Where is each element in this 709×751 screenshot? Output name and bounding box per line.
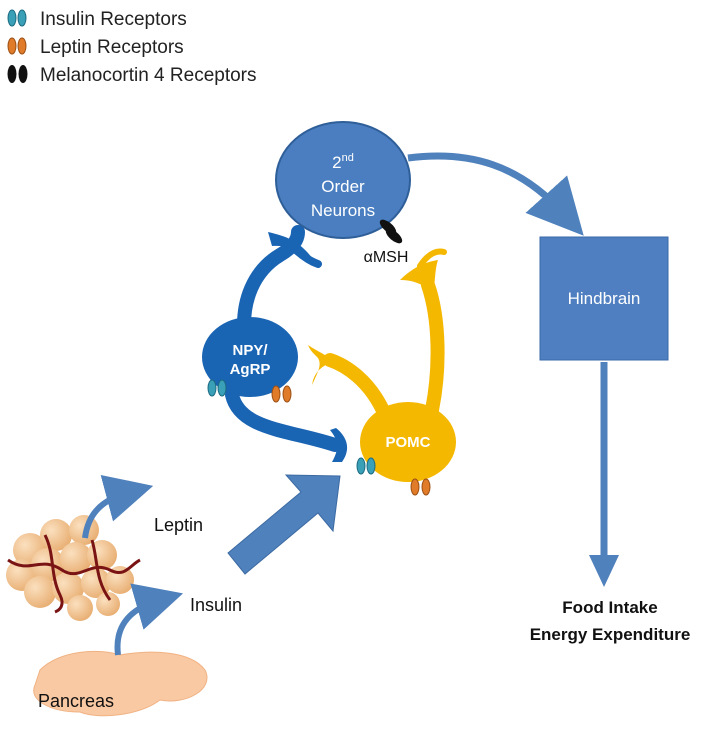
pancreas-label: Pancreas <box>38 691 114 711</box>
mc4-receptor-legend-icon <box>7 65 28 83</box>
second-order-neurons-node <box>275 121 411 239</box>
npy-insulin-receptors <box>207 379 227 397</box>
large-diagonal-arrow <box>227 474 341 575</box>
second-order-label-line2: Order <box>321 177 365 196</box>
neurons-to-hindbrain-arrow <box>407 152 584 236</box>
leptin-arrow <box>82 475 154 539</box>
adipose-tissue-image <box>6 515 141 621</box>
legend-leptin-label: Leptin Receptors <box>40 37 184 58</box>
outcome-line1: Food Intake <box>562 598 657 617</box>
second-order-label-line3: Neurons <box>311 201 375 220</box>
pomc-neuron <box>308 248 456 482</box>
insulin-receptor-legend-icon <box>7 9 27 27</box>
legend-insulin-label: Insulin Receptors <box>40 9 187 30</box>
hindbrain-label: Hindbrain <box>568 289 641 308</box>
leptin-label: Leptin <box>154 515 203 535</box>
legend-mc4-label: Melanocortin 4 Receptors <box>40 65 257 86</box>
npy-label-line2: AgRP <box>230 361 271 378</box>
amsh-label: αMSH <box>364 249 409 266</box>
legend: Insulin Receptors Leptin Receptors Melan… <box>7 9 257 86</box>
insulin-arrow <box>114 583 184 656</box>
leptin-receptor-legend-icon <box>7 37 27 55</box>
pancreas-image <box>33 650 208 717</box>
npy-label-line1: NPY/ <box>232 342 268 359</box>
npy-agrp-neuron <box>202 225 348 462</box>
pomc-insulin-receptors <box>356 457 376 475</box>
outcome-line2: Energy Expenditure <box>530 625 691 644</box>
npy-leptin-receptors <box>271 385 292 403</box>
insulin-label: Insulin <box>190 595 242 615</box>
pomc-leptin-receptors <box>410 478 431 496</box>
hindbrain-box <box>539 236 669 361</box>
mc4-receptors <box>379 219 403 244</box>
second-order-label-line1: 2nd <box>332 152 354 172</box>
pomc-label: POMC <box>386 434 431 451</box>
hindbrain-down-arrow-head <box>589 555 619 587</box>
